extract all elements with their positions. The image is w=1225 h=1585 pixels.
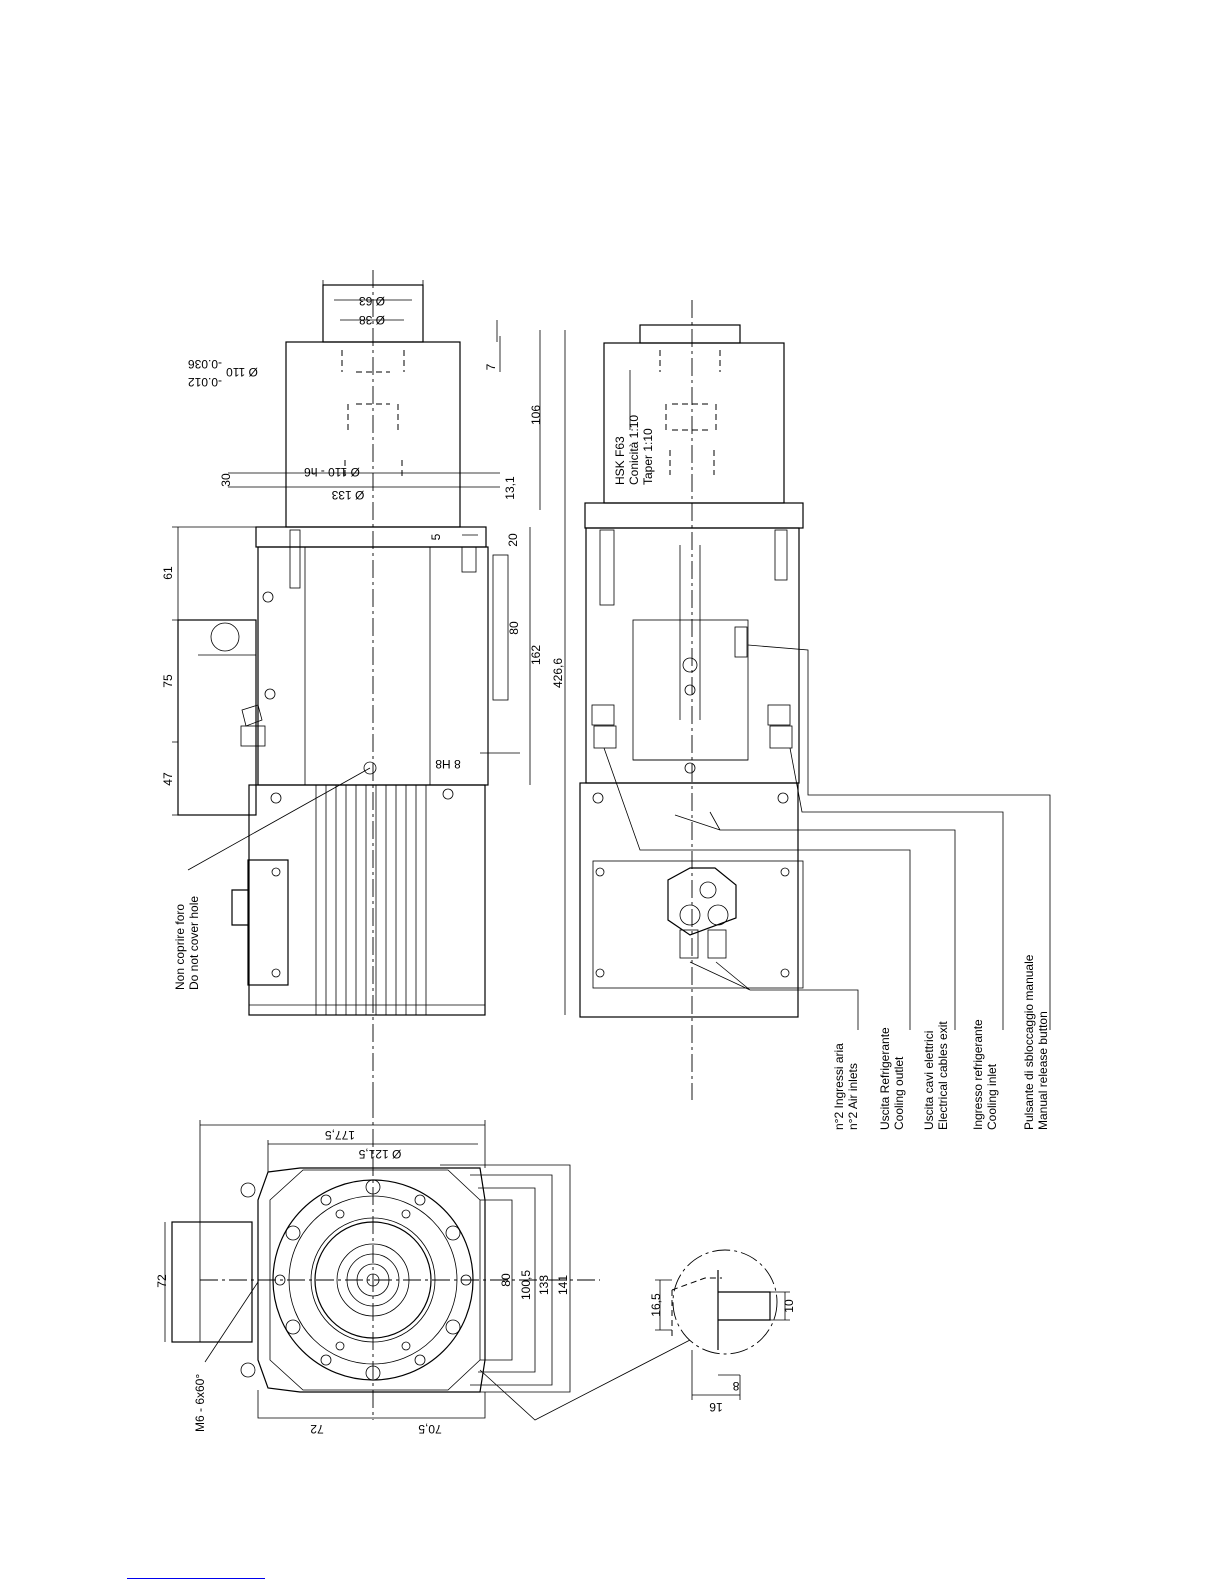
legend-5-it: Pulsante di sbloccaggio manuale (1022, 954, 1036, 1130)
dim-d110-h6: Ø 110 - h6 (304, 465, 360, 479)
end-view: 177,5 Ø 121,5 72 80 100,5 133 141 72 70,… (155, 1100, 691, 1436)
dim-72-left: 72 (155, 1274, 169, 1288)
dim-133-end: 133 (537, 1275, 551, 1295)
note-hsk-1: HSK F63 (613, 436, 627, 485)
end-view-terminal-box (171, 1221, 253, 1343)
legend-4-it: Ingresso refrigerante (971, 1019, 985, 1130)
note-hole-it: Non coprire foro (173, 904, 187, 990)
legend: n°2 Ingressi aria n°2 Air inlets Uscita … (832, 954, 1050, 1130)
legend-3-en: Electrical cables exit (936, 1021, 950, 1130)
dim-8h8: 8 H8 (435, 757, 461, 771)
right-elevation-view: HSK F63 Conicità 1:10 Taper 1:10 (579, 300, 1051, 1100)
legend-2-it: Uscita Refrigerante (878, 1027, 892, 1130)
detail-circle (672, 1249, 778, 1355)
terminal-box (177, 619, 257, 816)
dim-106: 106 (529, 405, 543, 425)
right-flange (584, 502, 804, 529)
dim-100-5: 100,5 (519, 1270, 533, 1300)
right-connector-plate (592, 860, 804, 989)
dim-d110-tol: Ø 110 (226, 365, 258, 379)
dim-426-6: 426,6 (551, 658, 565, 688)
dim-177-5: 177,5 (325, 1128, 355, 1142)
legend-5-en: Manual release button (1036, 1011, 1050, 1130)
note-hsk-2: Conicità 1:10 (627, 415, 641, 485)
legend-2-en: Cooling outlet (892, 1056, 906, 1130)
bolt-holes (274, 1179, 472, 1381)
air-fitting (231, 889, 248, 926)
dim-13-1: 13,1 (503, 476, 517, 500)
dim-8: 8 (732, 1379, 739, 1393)
dim-10: 10 (782, 1299, 796, 1313)
dim-tol-upper: -0.036 (188, 357, 222, 371)
do-not-cover-leader (187, 767, 371, 871)
legend-4-en: Cooling inlet (985, 1063, 999, 1130)
note-m6: M6 - 6x60° (193, 1374, 207, 1432)
dim-tol-lower: -0.012 (188, 375, 222, 389)
left-elevation-view: Ø 63 Ø 38 Ø 110 -0.036 -0.012 Ø 110 - h6… (161, 270, 566, 1100)
detail-view: 16,5 10 8 16 (649, 1249, 796, 1414)
dim-d133: Ø 133 (331, 488, 364, 502)
dim-70-5: 70,5 (418, 1422, 442, 1436)
dim-80: 80 (507, 621, 521, 635)
note-hsk-3: Taper 1:10 (641, 428, 655, 485)
dim-80-end: 80 (499, 1273, 513, 1287)
right-terminal-plate (632, 619, 749, 761)
dim-d38: Ø 38 (359, 313, 385, 327)
dim-7: 7 (484, 363, 498, 370)
dim-d63: Ø 63 (359, 294, 385, 308)
legend-1-it: n°2 Ingressi aria (832, 1043, 846, 1130)
dim-47: 47 (161, 772, 175, 786)
legend-leaders (603, 370, 1051, 1030)
legend-1-en: n°2 Air inlets (846, 1063, 860, 1130)
dim-75: 75 (161, 674, 175, 688)
dim-162: 162 (529, 645, 543, 665)
footer-link-underline[interactable] (127, 1578, 265, 1579)
right-rear-housing (579, 782, 799, 1018)
dim-61: 61 (161, 566, 175, 580)
note-hole-en: Do not cover hole (187, 896, 201, 990)
spindle-rear-housing (248, 784, 486, 1016)
dim-20: 20 (506, 533, 520, 547)
dim-5: 5 (429, 533, 443, 540)
connector-box (247, 859, 289, 986)
right-body (585, 527, 800, 784)
dim-16-5: 16,5 (649, 1293, 663, 1317)
dim-141: 141 (556, 1275, 570, 1295)
legend-3-it: Uscita cavi elettrici (922, 1031, 936, 1130)
key-slot (492, 554, 509, 701)
cooling-fins (315, 785, 427, 1015)
dim-72-bottom: 72 (310, 1422, 324, 1436)
dim-30: 30 (219, 473, 233, 487)
dim-16: 16 (709, 1400, 723, 1414)
dim-d121-5: Ø 121,5 (358, 1147, 401, 1161)
